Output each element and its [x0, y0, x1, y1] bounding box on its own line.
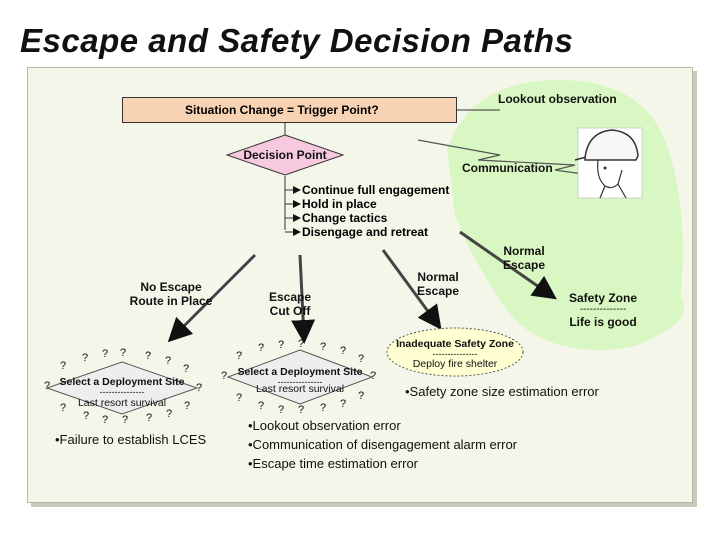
option-item: Disengage and retreat: [302, 225, 429, 239]
firefighter-helmet-icon: [574, 127, 643, 199]
question-mark: ?: [298, 338, 305, 350]
trigger-point-box: Situation Change = Trigger Point?: [122, 97, 457, 123]
question-mark: ?: [102, 348, 109, 360]
escape-cut-off-arrow: [291, 254, 316, 344]
question-mark: ?: [278, 404, 285, 416]
question-mark: ?: [184, 400, 191, 412]
errors-center-item: •Lookout observation error: [248, 418, 401, 433]
deploy-site-center-label: Select a Deployment Site: [237, 366, 363, 378]
question-mark: ?: [44, 380, 51, 392]
question-mark: ?: [166, 408, 173, 420]
normal-escape-right-label: Normal Escape: [502, 244, 546, 272]
option-item: Change tactics: [302, 211, 388, 225]
question-mark: ?: [221, 370, 228, 382]
question-mark: ?: [320, 402, 327, 414]
question-mark: ?: [60, 402, 67, 414]
inadequate-zone-label: Inadequate Safety Zone: [396, 338, 514, 350]
question-mark: ?: [358, 353, 365, 365]
page-title: Escape and Safety Decision Paths: [20, 22, 574, 59]
safety-zone-label: Safety Zone: [568, 291, 637, 305]
question-mark: ?: [60, 360, 67, 372]
question-mark: ?: [258, 400, 265, 412]
divider-left: ---------------: [99, 387, 145, 397]
question-mark: ?: [340, 345, 347, 357]
deployment-diamond-center: [226, 349, 374, 405]
lookout-label: Lookout observation: [498, 92, 617, 106]
question-mark: ?: [258, 342, 265, 354]
question-mark: ?: [320, 341, 327, 353]
deploy-site-left-label: Select a Deployment Site: [59, 376, 185, 388]
last-resort-left-label: Last resort survival: [77, 397, 167, 409]
question-mark: ?: [82, 352, 89, 364]
question-mark: ?: [146, 412, 153, 424]
safety-zone-ellipse: [520, 269, 684, 345]
option-item: Hold in place: [302, 197, 377, 211]
communication-label: Communication: [462, 161, 553, 175]
errors-right-item: •Safety zone size estimation error: [405, 384, 599, 399]
escape-cut-off-label: Escape Cut Off: [268, 290, 312, 318]
normal-escape-right-arrow: [459, 230, 557, 300]
inadequate-divider: ---------------: [432, 349, 478, 359]
question-mark: ?: [102, 414, 109, 426]
option-list: Continue full engagement Hold in place C…: [302, 183, 449, 239]
lightning-bolt-icon: [417, 139, 591, 176]
question-mark: ?: [196, 382, 203, 394]
normal-escape-center-label: Normal Escape: [416, 270, 460, 298]
divider-center: ---------------: [277, 377, 323, 387]
normal-escape-center-arrow: [381, 249, 442, 330]
question-mark: ?: [236, 350, 243, 362]
question-mark: ?: [145, 350, 152, 362]
question-mark: ?: [165, 355, 172, 367]
question-mark: ?: [358, 390, 365, 402]
last-resort-center-label: Last resort survival: [255, 383, 345, 395]
question-mark: ?: [370, 370, 377, 382]
errors-center-item: •Communication of disengagement alarm er…: [248, 437, 518, 452]
question-mark: ?: [298, 404, 305, 416]
deploy-shelter-label: Deploy fire shelter: [412, 358, 498, 370]
decision-point-label: Decision Point: [243, 148, 327, 162]
safety-zone-divider: --------------: [579, 304, 627, 315]
inadequate-zone-ellipse: [386, 327, 524, 377]
deployment-diamond-left: [45, 361, 199, 415]
life-is-good-label: Life is good: [569, 315, 637, 329]
question-mark: ?: [340, 398, 347, 410]
option-item: Continue full engagement: [302, 183, 450, 197]
errors-left-item: •Failure to establish LCES: [55, 432, 207, 447]
question-mark: ?: [120, 347, 127, 359]
errors-center-item: •Escape time estimation error: [248, 456, 419, 471]
question-mark: ?: [83, 410, 90, 422]
question-mark: ?: [183, 363, 190, 375]
no-escape-label: No Escape Route in Place: [129, 280, 213, 308]
decision-point-diamond: [225, 134, 345, 176]
question-mark: ?: [278, 339, 285, 351]
question-mark: ?: [122, 414, 129, 426]
question-mark: ?: [236, 392, 243, 404]
